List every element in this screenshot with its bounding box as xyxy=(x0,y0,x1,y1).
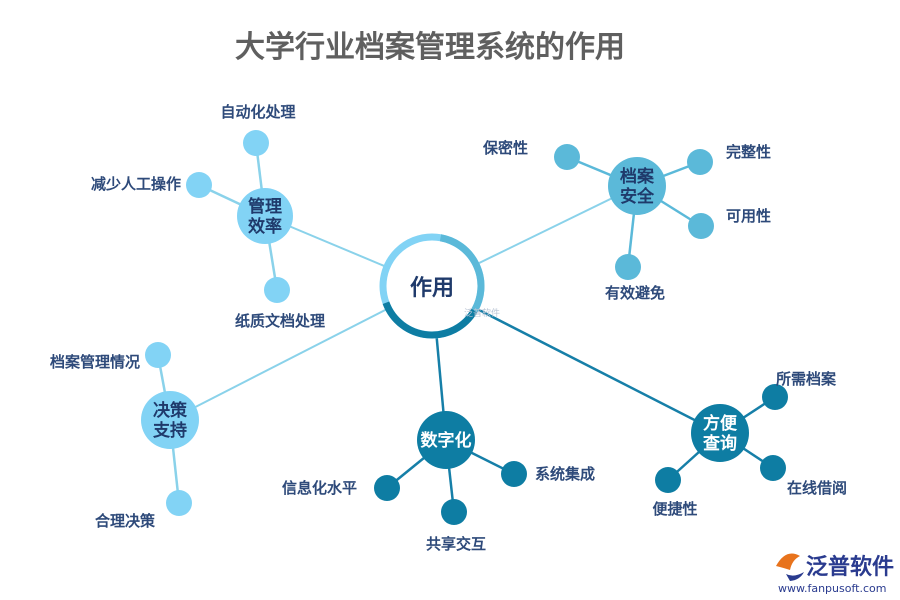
leaf-label-security-2: 可用性 xyxy=(726,207,771,225)
hub-label-query-1: 查询 xyxy=(702,433,737,454)
brand-logo: 泛普软件 www.fanpusoft.com xyxy=(776,553,894,595)
leaf-node-mgmt-2 xyxy=(264,277,290,303)
center-ring-arc-dark xyxy=(382,301,478,339)
leaf-node-security-3 xyxy=(615,254,641,280)
hub-node-query xyxy=(691,404,749,462)
fanpu-logo-icon xyxy=(776,553,804,581)
leaf-node-security-1 xyxy=(687,149,713,175)
hub-label-security-1: 安全 xyxy=(620,186,655,207)
leaf-node-decision-1 xyxy=(166,490,192,516)
leaf-node-security-2 xyxy=(688,213,714,239)
leaf-label-digital-2: 系统集成 xyxy=(535,465,595,483)
leaf-label-decision-0: 档案管理情况 xyxy=(50,353,140,371)
leaf-node-security-0 xyxy=(554,144,580,170)
hub-node-security xyxy=(608,157,666,215)
leaf-node-digital-1 xyxy=(441,499,467,525)
page-title: 大学行业档案管理系统的作用 xyxy=(235,30,625,65)
leaf-label-security-1: 完整性 xyxy=(726,143,771,161)
hub-node-decision xyxy=(141,391,199,449)
leaf-label-security-0: 保密性 xyxy=(482,139,528,157)
hub-label-digital-0: 数字化 xyxy=(421,430,472,451)
center-watermark: 泛普软件 xyxy=(464,307,500,319)
leaf-node-query-2 xyxy=(655,467,681,493)
leaf-node-query-1 xyxy=(760,455,786,481)
logo-url: www.fanpusoft.com xyxy=(778,582,886,595)
leaf-label-query-0: 所需档案 xyxy=(776,370,837,388)
leaf-node-decision-0 xyxy=(145,342,171,368)
hub-label-query-0: 方便 xyxy=(703,413,738,434)
hub-label-security-0: 档案 xyxy=(620,166,655,187)
edge-center-query xyxy=(431,284,721,435)
leaf-label-query-2: 便捷性 xyxy=(652,500,697,518)
hub-label-decision-1: 支持 xyxy=(153,420,187,441)
leaf-label-decision-1: 合理决策 xyxy=(94,512,156,530)
leaf-node-digital-0 xyxy=(374,475,400,501)
hub-node-mgmt xyxy=(237,188,293,244)
leaf-label-security-3: 有效避免 xyxy=(605,284,665,302)
leaf-label-mgmt-2: 纸质文档处理 xyxy=(235,312,325,330)
leaf-label-digital-1: 共享交互 xyxy=(426,535,486,553)
leaf-node-digital-2 xyxy=(501,461,527,487)
leaf-label-mgmt-0: 自动化处理 xyxy=(220,103,295,121)
hub-node-digital xyxy=(417,411,475,469)
leaf-node-mgmt-0 xyxy=(243,130,269,156)
leaf-node-mgmt-1 xyxy=(186,172,212,198)
leaf-node-query-0 xyxy=(762,384,788,410)
hub-label-decision-0: 决策 xyxy=(153,400,188,421)
hub-label-mgmt-0: 管理 xyxy=(248,196,282,217)
logo-name: 泛普软件 xyxy=(806,554,894,580)
hub-label-mgmt-1: 效率 xyxy=(248,216,282,237)
leaf-label-digital-0: 信息化水平 xyxy=(282,479,357,497)
nodes xyxy=(141,130,788,525)
center-label: 作用 xyxy=(410,276,454,301)
center-node: 作用 泛普软件 xyxy=(379,233,500,339)
leaf-label-mgmt-1: 减少人工操作 xyxy=(91,175,181,193)
leaf-label-query-1: 在线借阅 xyxy=(787,479,847,497)
center-ring-arc-mid xyxy=(439,234,485,313)
